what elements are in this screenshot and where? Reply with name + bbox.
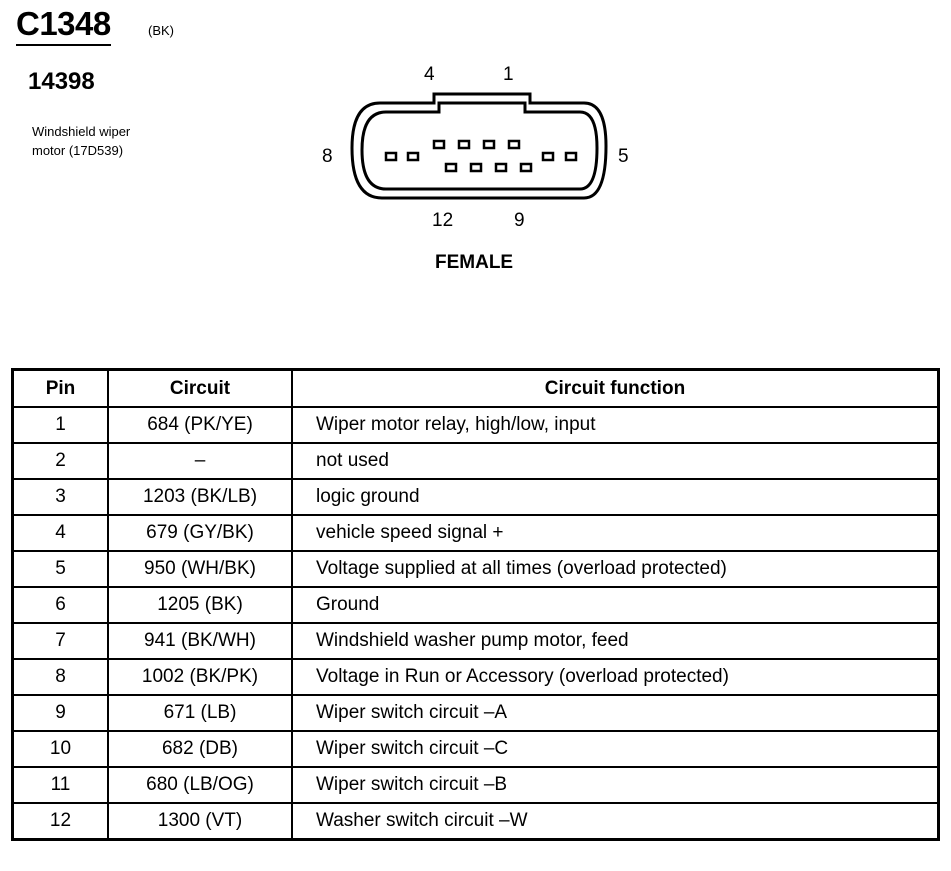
cavity-1 [507, 139, 521, 150]
cell-function: vehicle speed signal + [291, 514, 940, 552]
cavity-11 [469, 162, 483, 173]
component-desc-line1: Windshield wiper [32, 124, 131, 139]
cell-pin: 7 [11, 622, 109, 660]
component-id: 14398 [28, 68, 95, 95]
cell-pin: 11 [11, 766, 109, 804]
pin-cavities [384, 139, 578, 173]
table-row: 2 – not used [11, 442, 940, 480]
cavity-8 [384, 151, 398, 162]
cell-function: logic ground [291, 478, 940, 516]
connector-housing-outer [350, 92, 608, 200]
cell-pin: 9 [11, 694, 109, 732]
pin-label-1: 1 [503, 64, 514, 85]
cavity-3 [457, 139, 471, 150]
cell-function: Voltage in Run or Accessory (overload pr… [291, 658, 940, 696]
cell-circuit: 941 (BK/WH) [107, 622, 293, 660]
cell-pin: 1 [11, 406, 109, 444]
pin-label-9: 9 [514, 210, 525, 231]
table-header-row: Pin Circuit Circuit function [11, 368, 940, 408]
cell-circuit: 950 (WH/BK) [107, 550, 293, 588]
pin-label-4: 4 [424, 64, 435, 85]
connector-face-diagram: 4 1 8 5 12 9 FEMALE [322, 64, 629, 273]
cavity-7 [406, 151, 420, 162]
cavity-9 [519, 162, 533, 173]
cell-function: Voltage supplied at all times (overload … [291, 550, 940, 588]
cell-pin: 12 [11, 802, 109, 841]
cavity-5 [564, 151, 578, 162]
component-description: Windshield wiper motor (17D539) [32, 122, 192, 160]
cavity-2 [482, 139, 496, 150]
cell-pin: 8 [11, 658, 109, 696]
table-row: 1 684 (PK/YE) Wiper motor relay, high/lo… [11, 406, 940, 444]
cell-function: Wiper switch circuit –B [291, 766, 940, 804]
cell-pin: 5 [11, 550, 109, 588]
header-pin: Pin [11, 368, 109, 408]
header-circuit-function: Circuit function [291, 368, 940, 408]
cell-function: Washer switch circuit –W [291, 802, 940, 841]
table-row: 9 671 (LB) Wiper switch circuit –A [11, 694, 940, 732]
cell-function: Windshield washer pump motor, feed [291, 622, 940, 660]
cell-circuit: – [107, 442, 293, 480]
cell-function: Wiper switch circuit –A [291, 694, 940, 732]
cell-pin: 10 [11, 730, 109, 768]
connector-gender-label: FEMALE [435, 252, 513, 273]
cavity-6 [541, 151, 555, 162]
table-row: 8 1002 (BK/PK) Voltage in Run or Accesso… [11, 658, 940, 696]
cell-pin: 3 [11, 478, 109, 516]
cell-pin: 4 [11, 514, 109, 552]
cell-circuit: 679 (GY/BK) [107, 514, 293, 552]
table-row: 4 679 (GY/BK) vehicle speed signal + [11, 514, 940, 552]
cavity-4 [432, 139, 446, 150]
cell-circuit: 682 (DB) [107, 730, 293, 768]
header-circuit: Circuit [107, 368, 293, 408]
connector-housing-inner [360, 101, 599, 191]
connector-id: C1348 [16, 6, 111, 46]
cell-pin: 6 [11, 586, 109, 624]
cell-function: Wiper switch circuit –C [291, 730, 940, 768]
cell-function: Wiper motor relay, high/low, input [291, 406, 940, 444]
table-row: 11 680 (LB/OG) Wiper switch circuit –B [11, 766, 940, 804]
pin-label-5: 5 [618, 146, 629, 167]
cell-function: not used [291, 442, 940, 480]
component-desc-line2: motor (17D539) [32, 143, 124, 158]
cell-circuit: 1002 (BK/PK) [107, 658, 293, 696]
table-row: 6 1205 (BK) Ground [11, 586, 940, 624]
table-row: 7 941 (BK/WH) Windshield washer pump mot… [11, 622, 940, 660]
cell-circuit: 1205 (BK) [107, 586, 293, 624]
cell-function: Ground [291, 586, 940, 624]
pin-table: Pin Circuit Circuit function 1 684 (PK/Y… [11, 368, 940, 841]
pin-label-12: 12 [432, 210, 453, 231]
cell-circuit: 671 (LB) [107, 694, 293, 732]
table-row: 3 1203 (BK/LB) logic ground [11, 478, 940, 516]
pin-label-8: 8 [322, 146, 333, 167]
cell-pin: 2 [11, 442, 109, 480]
cavity-10 [494, 162, 508, 173]
table-row: 12 1300 (VT) Washer switch circuit –W [11, 802, 940, 841]
connector-color: (BK) [148, 23, 174, 38]
cell-circuit: 1300 (VT) [107, 802, 293, 841]
table-row: 5 950 (WH/BK) Voltage supplied at all ti… [11, 550, 940, 588]
cell-circuit: 680 (LB/OG) [107, 766, 293, 804]
table-row: 10 682 (DB) Wiper switch circuit –C [11, 730, 940, 768]
cavity-12 [444, 162, 458, 173]
cell-circuit: 684 (PK/YE) [107, 406, 293, 444]
cell-circuit: 1203 (BK/LB) [107, 478, 293, 516]
